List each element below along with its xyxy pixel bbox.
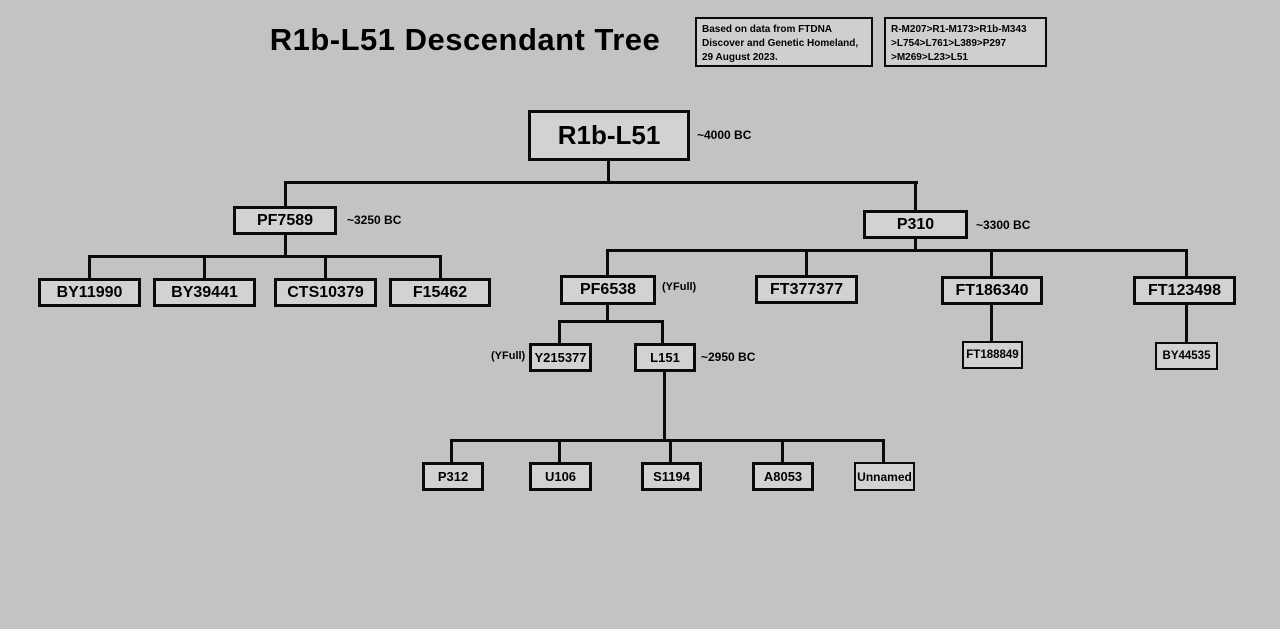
node-p312: P312 bbox=[422, 462, 484, 491]
connector-line bbox=[1185, 249, 1188, 277]
connector-line bbox=[284, 234, 287, 258]
connector-line bbox=[439, 255, 442, 279]
page-title: R1b-L51 Descendant Tree bbox=[269, 22, 661, 57]
node-ft377377: FT377377 bbox=[755, 275, 858, 304]
connector-line bbox=[324, 255, 327, 279]
connector-line bbox=[990, 305, 993, 342]
connector-line bbox=[1185, 305, 1188, 343]
connector-line bbox=[558, 320, 664, 323]
source-note-box: Based on data from FTDNA Discover and Ge… bbox=[695, 17, 873, 67]
lineage-path-box: R-M207>R1-M173>R1b-M343 >L754>L761>L389>… bbox=[884, 17, 1047, 67]
connector-line bbox=[661, 320, 664, 344]
connector-line bbox=[805, 249, 808, 276]
source-note-line: 29 August 2023. bbox=[702, 52, 778, 64]
connector-line bbox=[663, 372, 666, 442]
node-p310: P310 bbox=[863, 210, 968, 239]
connector-line bbox=[882, 439, 885, 463]
node-pf6538: PF6538 bbox=[560, 275, 656, 305]
source-note-line: Based on data from FTDNA bbox=[702, 24, 833, 35]
connector-line bbox=[203, 255, 206, 279]
connector-line bbox=[990, 249, 993, 277]
connector-line bbox=[558, 439, 561, 463]
connector-line bbox=[558, 320, 561, 344]
date-annotation-r1b-l51: ~4000 BC bbox=[697, 128, 752, 142]
date-annotation-pf7589: ~3250 BC bbox=[347, 213, 402, 227]
node-ft123498: FT123498 bbox=[1133, 276, 1236, 305]
source-note-line: Discover and Genetic Homeland, bbox=[702, 38, 859, 50]
yfull-tag-y215377: (YFull) bbox=[491, 350, 526, 362]
connector-line bbox=[606, 249, 609, 276]
lineage-line: R-M207>R1-M173>R1b-M343 bbox=[891, 24, 1027, 35]
yfull-tag-pf6538: (YFull) bbox=[662, 281, 697, 293]
node-l151: L151 bbox=[634, 343, 696, 372]
node-unnamed: Unnamed bbox=[854, 462, 915, 491]
lineage-line: >M269>L23>L51 bbox=[891, 52, 968, 64]
connector-line bbox=[88, 255, 91, 279]
node-r1b-l51: R1b-L51 bbox=[528, 110, 690, 161]
node-ft188849: FT188849 bbox=[962, 341, 1023, 369]
lineage-line: >L754>L761>L389>P297 bbox=[891, 38, 1007, 50]
connector-line bbox=[606, 249, 1188, 252]
node-a8053: A8053 bbox=[752, 462, 814, 491]
connector-line bbox=[450, 439, 453, 463]
node-y215377: Y215377 bbox=[529, 343, 592, 372]
connector-line bbox=[607, 161, 610, 184]
node-u106: U106 bbox=[529, 462, 592, 491]
connector-line bbox=[450, 439, 885, 442]
node-pf7589: PF7589 bbox=[233, 206, 337, 235]
node-ft186340: FT186340 bbox=[941, 276, 1043, 305]
date-annotation-l151: ~2950 BC bbox=[701, 350, 756, 364]
connector-line bbox=[606, 305, 609, 323]
connector-line bbox=[284, 181, 287, 207]
connector-line bbox=[914, 238, 917, 252]
node-by11990: BY11990 bbox=[38, 278, 141, 307]
connector-line bbox=[914, 181, 917, 211]
date-annotation-p310: ~3300 BC bbox=[976, 218, 1031, 232]
node-by44535: BY44535 bbox=[1155, 342, 1218, 370]
connector-line bbox=[669, 439, 672, 463]
node-f15462: F15462 bbox=[389, 278, 491, 307]
node-by39441: BY39441 bbox=[153, 278, 256, 307]
connector-line bbox=[88, 255, 442, 258]
connector-line bbox=[781, 439, 784, 463]
node-s1194: S1194 bbox=[641, 462, 702, 491]
node-cts10379: CTS10379 bbox=[274, 278, 377, 307]
connector-line bbox=[284, 181, 918, 184]
